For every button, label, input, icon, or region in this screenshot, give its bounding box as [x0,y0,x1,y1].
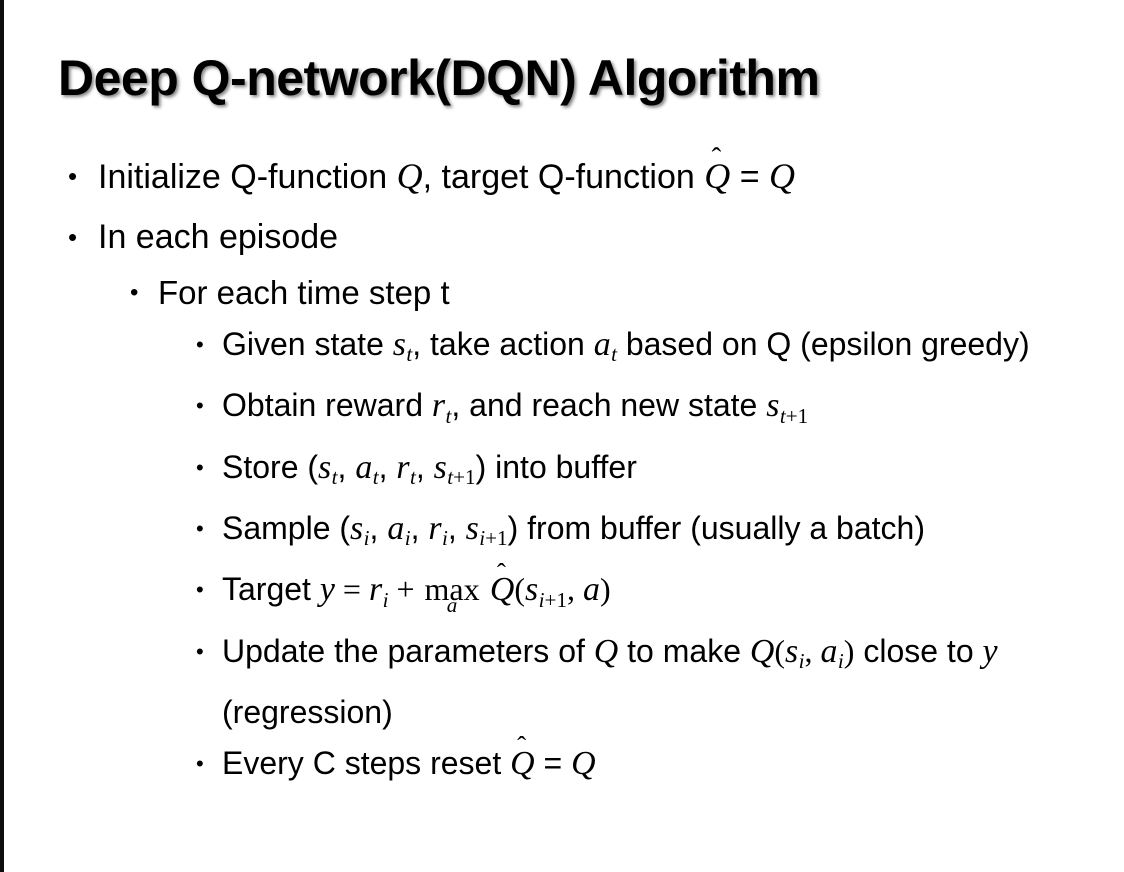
bullet-text: Given state st, take action at based on … [222,326,1030,367]
bullet-dot-icon: • [196,577,204,603]
math-variable: s [785,632,799,670]
math-operator: ( [514,571,526,608]
math-variable: y [319,571,335,609]
math-operator: = [334,571,369,608]
bullet-dot-icon: • [68,222,78,252]
math-subscript: i+1 [538,587,568,612]
bullet-dot-icon: • [196,393,204,419]
page-title: Deep Q-network(DQN) Algorithm [58,50,820,106]
math-variable: r [368,571,383,609]
math-variable: s [392,326,406,363]
math-subscript: t [372,464,379,489]
math-subscript: i [441,526,448,551]
bullet-item-for-each-time-step: • For each time step t [0,267,1124,319]
bullet-text: Obtain reward rt, and reach new state st… [222,387,809,428]
slide-body: • Initialize Q-function Q, target Q-funct… [0,141,1124,789]
bullet-dot-icon: • [196,454,204,480]
math-subscript: t [409,464,416,489]
math-subscript: t+1 [779,403,809,428]
math-variable: r [428,509,442,547]
slide-left-edge-bar [0,0,4,872]
bullet-text: For each time step t [158,274,450,311]
math-variable: s [433,448,447,486]
math-variable: a [593,326,611,363]
circumflex-icon: ˆ [496,557,506,588]
math-variable: r [431,387,446,425]
bullet-item-given-state: •Given state st, take action at based on… [0,319,1124,380]
bullet-item-update-parameters: • Update the parameters of Q to make Q(si… [0,626,1124,738]
math-variable: y [982,632,998,670]
math-subscript: t [331,464,338,489]
math-subscript: t+1 [447,464,476,489]
bullet-text: Update the parameters of Q to make Q(si,… [222,632,998,730]
math-operator: , [567,571,584,608]
math-variable: Q [571,744,596,782]
math-subscript: i [404,526,411,551]
math-subscript: i [382,587,389,612]
math-variable: Q [749,632,775,670]
math-operator: + [388,571,423,608]
bullet-item-obtain-reward: •Obtain reward rt, and reach new state s… [0,380,1124,441]
math-variable: Q [593,632,619,670]
math-subscript: i+1 [479,526,508,551]
math-operator: ) [843,632,855,669]
math-variable: s [318,448,332,486]
math-variable: a [820,632,838,670]
bullet-dot-icon: • [68,161,78,191]
bullet-dot-icon: • [196,332,204,357]
math-variable: r [396,448,410,486]
math-variable: a [387,509,405,547]
math-variable: Q [769,156,796,196]
math-subscript: i [363,526,370,551]
math-subscript: i [837,648,844,673]
bullet-text: Store (st, at, rt, st+1) into buffer [222,448,637,489]
math-variable: a [355,448,373,486]
math-variable: s [350,509,364,547]
math-variable: Q [396,156,423,196]
bullet-item-initialize: • Initialize Q-function Q, target Q-funct… [0,141,1124,207]
math-subscript: i [798,648,805,673]
math-variable: s [465,509,479,547]
bullet-text: In each episode [98,218,339,256]
math-subscript: t [445,403,452,428]
circumflex-icon: ˆ [711,141,722,174]
math-operator: , [804,632,821,669]
math-subscript: t [406,342,413,367]
math-max-underscript: a [446,592,458,617]
bullet-dot-icon: • [196,515,204,541]
bullet-item-sample-batch: • Sample (si, ai, ri, si+1) from buffer (… [0,503,1124,564]
circumflex-icon: ˆ [517,731,527,762]
math-operator: ( [774,632,786,669]
bullet-text: Sample (si, ai, ri, si+1) from buffer (u… [222,509,925,551]
math-variable: s [766,387,780,425]
math-variable: a [583,571,600,609]
bullet-dot-icon: • [196,750,204,776]
math-variable: s [525,571,539,609]
bullet-item-store-transition: • Store (st, at, rt, st+1) into buffer [0,442,1124,503]
bullet-item-in-each-episode: • In each episode [0,207,1124,267]
math-operator: ) [599,571,611,608]
math-subscript: t [611,342,617,367]
bullet-text: Initialize Q-function Q, target Q-functi… [98,141,796,196]
bullet-dot-icon: • [130,279,139,306]
bullet-dot-icon: • [196,638,204,664]
